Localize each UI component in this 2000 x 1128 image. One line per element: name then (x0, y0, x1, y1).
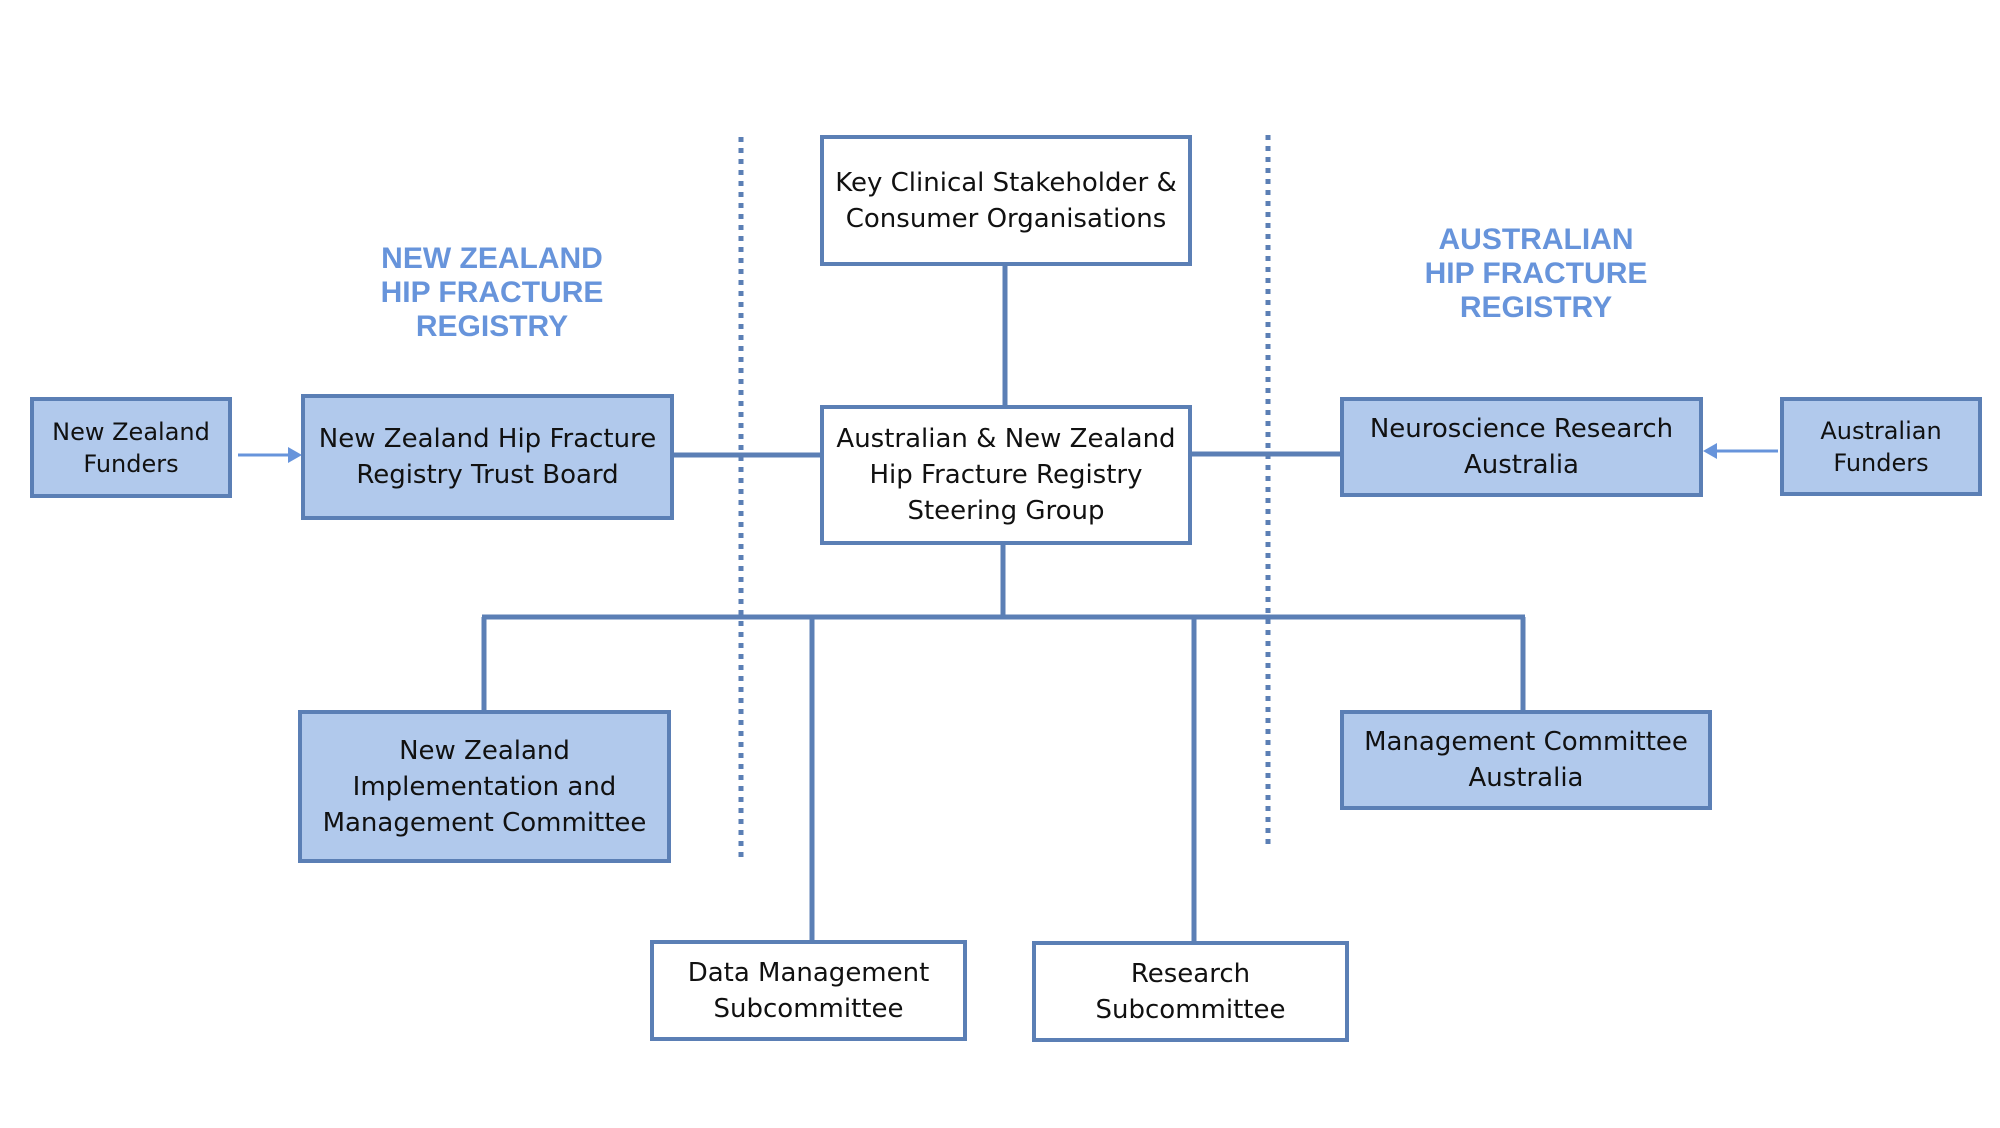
management-committee-australia-box: Management Committee Australia (1340, 710, 1712, 810)
data-mgmt-line-1: Data Management (687, 957, 930, 988)
nz-implementation-line-3: Management Committee (322, 807, 647, 838)
nz-implementation-committee-box: New Zealand Implementation and Managemen… (298, 710, 671, 863)
neuroscience-line-2: Australia (1463, 450, 1579, 480)
nz-implementation-line-1: New Zealand (399, 735, 570, 766)
nz-funders-box: New Zealand Funders (30, 397, 232, 498)
nz-heading-line-2: HIP FRACTURE (380, 276, 604, 309)
steering-line-1: Australian & New Zealand (836, 424, 1176, 454)
nz-funders-line-1: New Zealand (52, 417, 210, 446)
au-funders-box: Australian Funders (1780, 397, 1982, 496)
research-subcommittee-box: Research Subcommittee (1032, 941, 1349, 1042)
au-heading-line-3: REGISTRY (1459, 291, 1613, 324)
stakeholder-box: Key Clinical Stakeholder & Consumer Orga… (820, 135, 1192, 266)
au-registry-heading: AUSTRALIAN HIP FRACTURE REGISTRY (1386, 223, 1686, 325)
au-funders-line-2: Funders (1833, 448, 1929, 477)
steering-line-3: Steering Group (907, 496, 1105, 526)
au-heading-line-1: AUSTRALIAN (1438, 223, 1634, 256)
stakeholder-line-2: Consumer Organisations (845, 203, 1167, 234)
research-line-1: Research (1130, 958, 1251, 989)
arrow-nz-funders-to-trust-board (238, 447, 302, 463)
nz-registry-heading: NEW ZEALAND HIP FRACTURE REGISTRY (342, 242, 642, 344)
mgmt-au-line-2: Australia (1468, 763, 1584, 793)
nz-heading-line-1: NEW ZEALAND (381, 242, 603, 275)
nz-implementation-line-2: Implementation and (352, 771, 617, 802)
au-funders-line-1: Australian (1820, 416, 1942, 445)
arrow-au-funders-to-neuroscience (1703, 443, 1778, 459)
neuroscience-research-box: Neuroscience Research Australia (1340, 397, 1703, 497)
steering-group-box: Australian & New Zealand Hip Fracture Re… (820, 405, 1192, 545)
nz-trust-board-line-2: Registry Trust Board (356, 460, 619, 490)
neuroscience-line-1: Neuroscience Research (1369, 414, 1674, 444)
nz-trust-board-line-1: New Zealand Hip Fracture (318, 424, 657, 454)
steering-line-2: Hip Fracture Registry (869, 460, 1143, 490)
data-management-subcommittee-box: Data Management Subcommittee (650, 940, 967, 1041)
nz-funders-line-2: Funders (83, 449, 179, 478)
research-line-2: Subcommittee (1095, 994, 1286, 1025)
mgmt-au-line-1: Management Committee (1364, 727, 1688, 757)
nz-trust-board-box: New Zealand Hip Fracture Registry Trust … (301, 394, 674, 520)
au-heading-line-2: HIP FRACTURE (1424, 257, 1648, 290)
nz-heading-line-3: REGISTRY (415, 310, 569, 343)
stakeholder-line-1: Key Clinical Stakeholder & (835, 167, 1177, 198)
data-mgmt-line-2: Subcommittee (713, 993, 904, 1024)
